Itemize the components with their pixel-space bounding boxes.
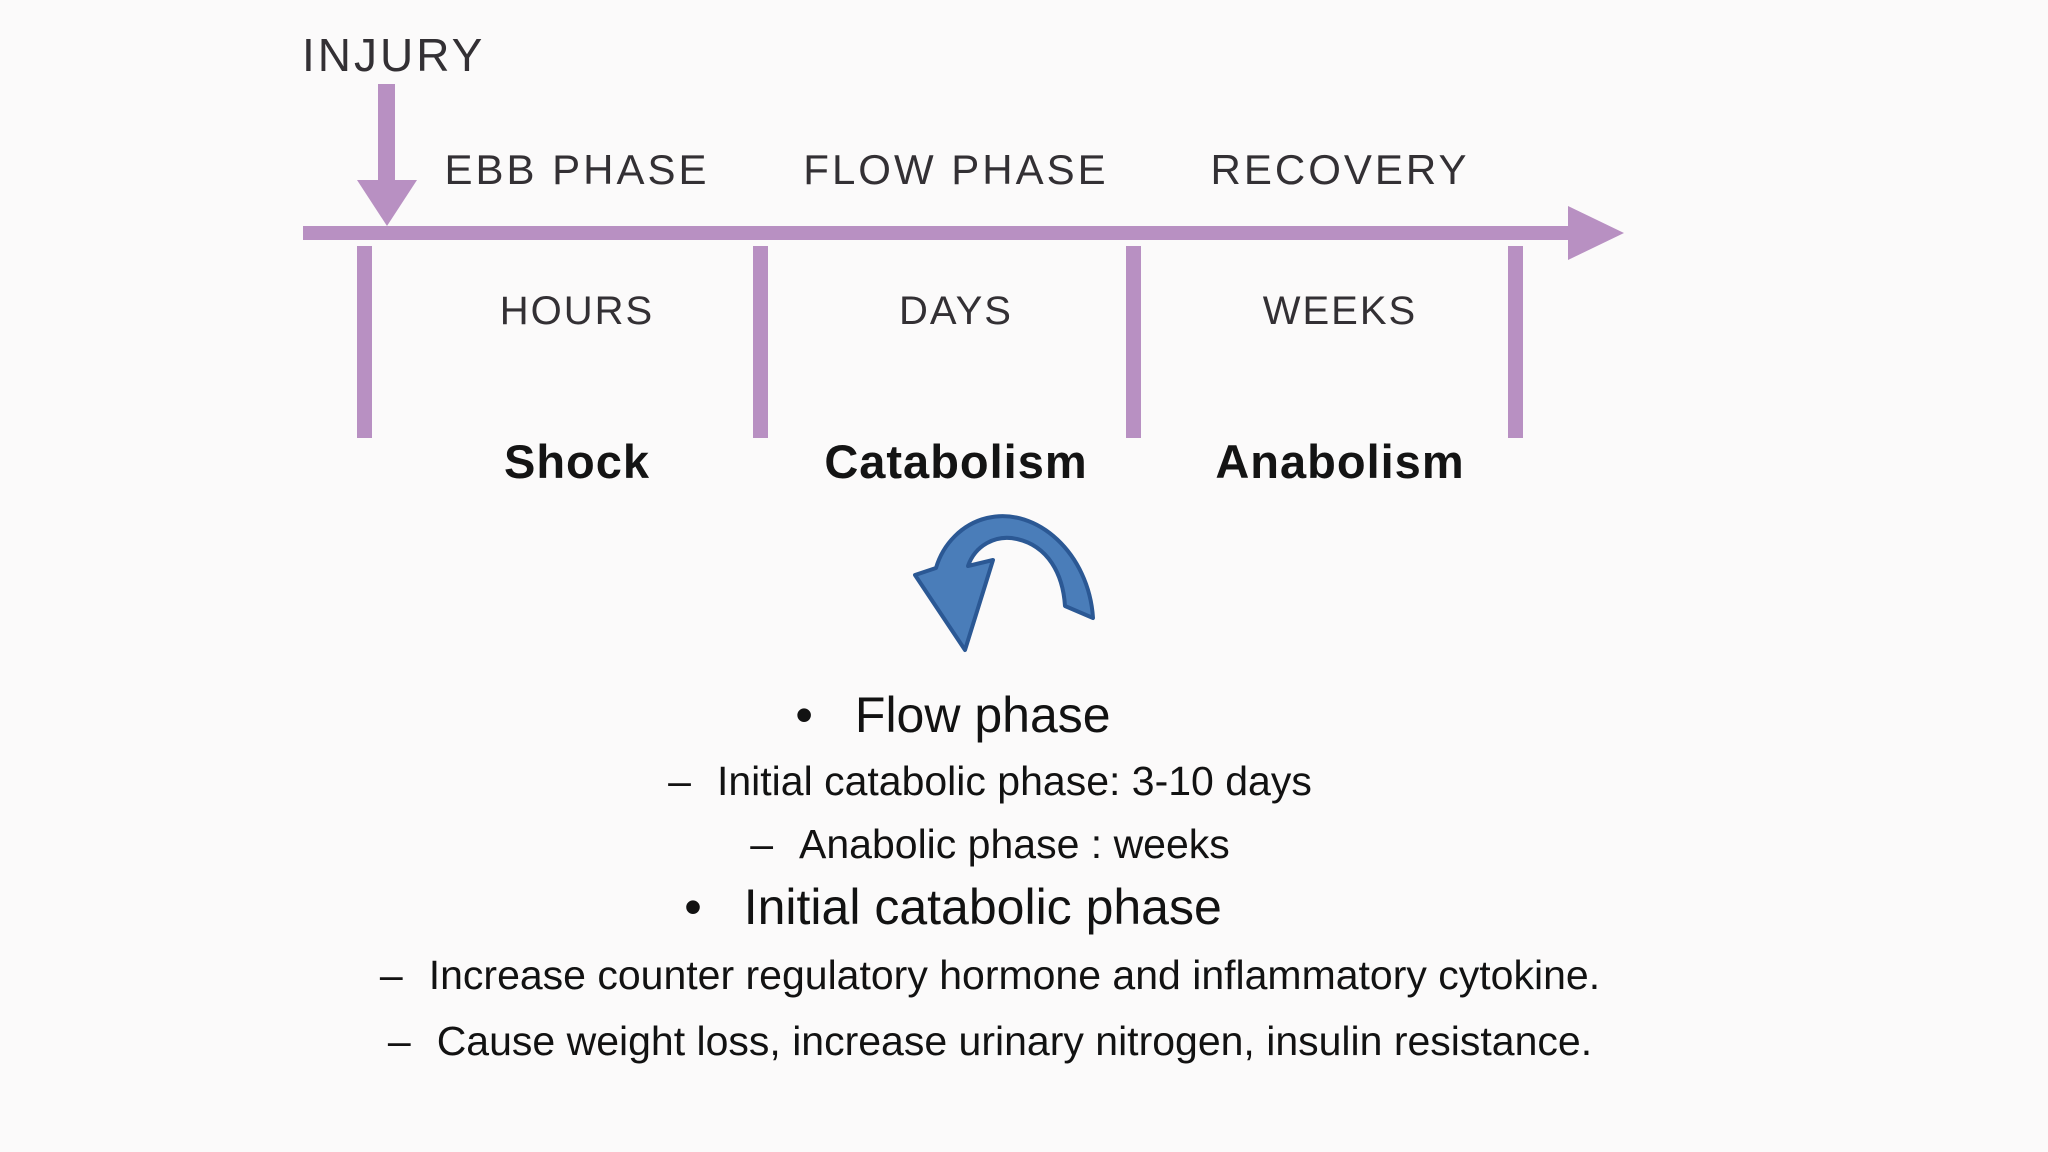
down-arrow-head xyxy=(357,180,417,226)
injury-label: INJURY xyxy=(302,29,486,81)
phase-process-label: Shock xyxy=(503,435,651,488)
note-line: • Flow phase xyxy=(303,682,1603,748)
bullet-marker: • xyxy=(795,687,813,743)
timeline-tick xyxy=(753,246,768,438)
curved-arrow-icon xyxy=(905,496,1105,660)
timeline-tick xyxy=(357,246,372,438)
phase-duration-label: HOURS xyxy=(499,289,655,333)
note-line: – Anabolic phase : weeks xyxy=(340,814,1640,874)
phase-column-ebb: EBB PHASE HOURS Shock xyxy=(377,148,777,488)
down-arrow-shaft xyxy=(378,84,395,184)
timeline-tick xyxy=(1126,246,1141,438)
phase-column-flow: FLOW PHASE DAYS Catabolism xyxy=(756,148,1156,488)
down-arrow-icon xyxy=(356,84,418,226)
timeline-tick xyxy=(1508,246,1523,438)
phase-column-recovery: RECOVERY WEEKS Anabolism xyxy=(1140,148,1540,488)
note-text: Flow phase xyxy=(854,687,1111,743)
dash-marker: – xyxy=(387,1017,411,1064)
right-arrow-icon xyxy=(1568,206,1624,260)
phase-duration-label: DAYS xyxy=(899,289,1013,333)
dash-marker: – xyxy=(379,951,403,998)
note-text: Anabolic phase : weeks xyxy=(799,820,1230,867)
dash-marker: – xyxy=(668,757,691,804)
timeline-axis xyxy=(303,226,1570,240)
note-text: Increase counter regulatory hormone and … xyxy=(428,951,1601,998)
note-text: Initial catabolic phase: 3-10 days xyxy=(716,757,1312,804)
note-text: Cause weight loss, increase urinary nitr… xyxy=(436,1017,1593,1064)
bullet-marker: • xyxy=(684,879,702,935)
note-line: • Initial catabolic phase xyxy=(303,874,1603,940)
phase-duration-label: WEEKS xyxy=(1262,289,1418,333)
note-text: Initial catabolic phase xyxy=(743,879,1222,935)
phase-name-label: EBB PHASE xyxy=(444,146,710,193)
phase-process-label: Anabolism xyxy=(1215,435,1465,488)
note-line: – Initial catabolic phase: 3-10 days xyxy=(340,748,1640,814)
phase-name-label: FLOW PHASE xyxy=(803,146,1109,193)
phase-process-label: Catabolism xyxy=(824,435,1088,488)
note-line: – Cause weight loss, increase urinary ni… xyxy=(340,1010,1640,1072)
dash-marker: – xyxy=(750,820,774,867)
note-line: – Increase counter regulatory hormone an… xyxy=(340,940,1640,1010)
phase-name-label: RECOVERY xyxy=(1210,146,1470,193)
notes-block: • Flow phase – Initial catabolic phase: … xyxy=(340,682,1640,1072)
